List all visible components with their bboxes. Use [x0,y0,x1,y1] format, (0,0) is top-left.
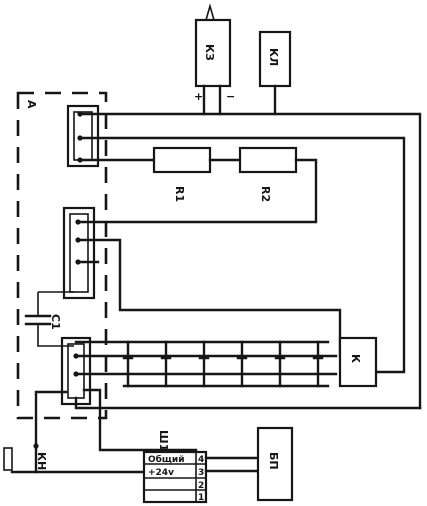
kn-button-icon [3,447,13,471]
sh1-row-3-pin: 2 [198,481,204,491]
wire-top-bus [78,112,422,410]
contact-1 [122,340,134,388]
lamp-tip-icon [204,3,216,21]
junction-dot [77,111,83,117]
junction-dot [33,443,39,449]
k-relay [338,336,378,388]
r2-label: R2 [259,186,272,202]
wire-k-feed [78,136,406,374]
junction-dot [77,157,83,163]
kz-device [194,18,232,88]
k-label: К [349,354,362,363]
junction-dot [75,219,81,225]
sh1-row-2-name: +24v [148,468,174,478]
r2-resistor [238,146,298,174]
kz-label: КЗ [203,44,216,61]
wire-r2-return [76,158,318,224]
dashed-frame-a [16,91,108,420]
bp-power-supply [256,426,294,502]
sh1-row-2-pin: 3 [198,468,204,478]
junction-dot [75,237,81,243]
sh1-row-1-name: Общий [148,454,185,465]
c1-wire-bottom [37,324,74,347]
sh1-row-1-pin: 4 [198,455,204,465]
wire-middle-to-k [76,238,342,358]
kl-label: КЛ [267,48,280,66]
c1-label: C1 [49,314,62,330]
terminal-block-middle-inner [69,213,89,293]
contact-5 [274,340,286,388]
sh1-grid [144,452,206,502]
kz-plus-label: + [194,90,203,103]
contact-6 [312,340,324,388]
junction-dot [73,353,79,359]
frame-label: A [25,100,38,109]
contact-4 [236,340,248,388]
r1-resistor [152,146,212,174]
wire-bottom-bus [74,396,422,410]
terminal-block-bottom [60,336,92,406]
contact-3 [198,340,210,388]
sh1-label: Ш1 [157,430,170,451]
wire-to-connector [82,388,198,452]
r1-label: R1 [173,186,186,202]
contact-2 [160,340,172,388]
kz-minus-label: − [226,90,235,103]
junction-dot [73,371,79,377]
bp-label: БП [267,452,280,470]
kn-label: КН [35,452,48,470]
junction-dot [75,259,81,265]
wire-kn-line [34,390,146,474]
junction-dot [77,135,83,141]
terminal-block-top [66,104,100,168]
sh1-row-4-pin: 1 [198,493,204,503]
